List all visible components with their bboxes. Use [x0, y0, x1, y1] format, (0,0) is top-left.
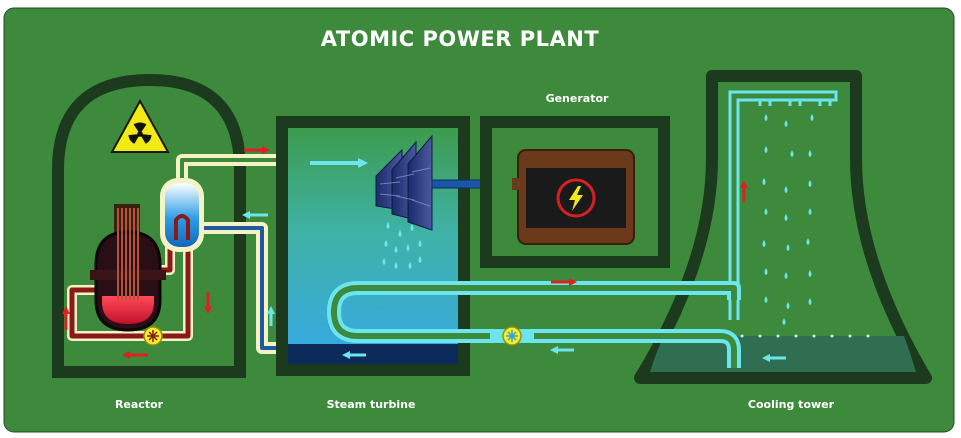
primary-loop-pipe	[67, 221, 193, 341]
turbine-condensate-pool	[288, 344, 458, 364]
cooling-tower-basin	[650, 336, 916, 372]
water-drop-icons-tower	[762, 114, 814, 325]
cooling-tower-label: Cooling tower	[748, 398, 835, 411]
cooling-tower	[634, 70, 932, 384]
spray-header	[728, 90, 838, 320]
diagram-title: ATOMIC POWER PLANT	[321, 27, 600, 51]
cooling-pump-icon	[490, 326, 534, 346]
primary-pump-icon	[143, 326, 163, 346]
steam-generator	[160, 178, 204, 252]
flow-arrow-icons	[62, 146, 786, 362]
generator-label: Generator	[546, 92, 609, 105]
turbine-blades	[375, 134, 433, 231]
reactor-vessel	[90, 204, 166, 332]
basin-surface	[740, 334, 870, 338]
cooling-water-loop	[327, 281, 741, 368]
steam-turbine-label: Steam turbine	[327, 398, 416, 411]
reactor-label: Reactor	[115, 398, 164, 411]
reactor-containment	[52, 73, 246, 378]
water-drop-icons-turbine	[382, 222, 422, 269]
lightning-icon	[556, 178, 596, 218]
radiation-hazard-icon	[110, 98, 170, 153]
